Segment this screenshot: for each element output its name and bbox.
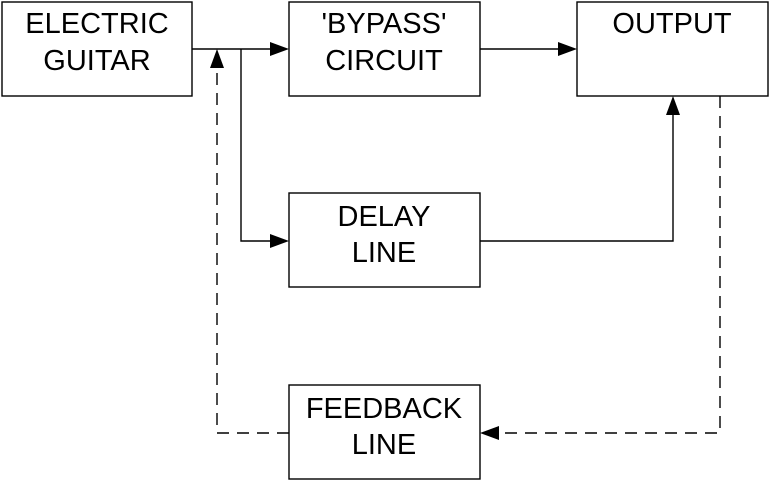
connector-feedback-to-input <box>210 49 289 434</box>
connector-split-to-delay-line <box>240 49 272 242</box>
block-feedback-line: FEEDBACK LINE <box>288 384 481 480</box>
arrowhead-into-output-bottom <box>666 96 680 115</box>
connector-delay-to-output-line <box>480 113 674 242</box>
connector-delay-to-output <box>480 96 680 242</box>
arrowhead-into-feedback <box>480 426 499 440</box>
connector-output-to-feedback-line <box>497 96 721 434</box>
block-electric-guitar-label-2: GUITAR <box>43 45 150 77</box>
block-delay-line-frame <box>288 192 481 288</box>
arrowhead-into-bypass <box>270 42 289 56</box>
block-output: OUTPUT <box>576 1 769 97</box>
connector-bypass-to-output <box>480 42 577 56</box>
block-delay-line-label-2: LINE <box>352 237 416 269</box>
arrowhead-into-delay <box>270 234 289 248</box>
connector-guitar-to-bypass <box>192 42 289 56</box>
block-electric-guitar: ELECTRIC GUITAR <box>1 1 193 97</box>
block-electric-guitar-frame <box>1 1 193 97</box>
block-electric-guitar-label-1: ELECTRIC <box>25 8 168 40</box>
block-bypass-circuit-label-2: CIRCUIT <box>325 45 443 77</box>
block-feedback-line-label-2: LINE <box>352 429 416 461</box>
arrowhead-into-output-left <box>558 42 577 56</box>
connector-feedback-to-input-line <box>216 66 289 434</box>
block-bypass-circuit-label-1: 'BYPASS' <box>322 8 447 40</box>
block-delay-line-label-1: DELAY <box>338 201 431 233</box>
connector-output-to-feedback <box>480 96 721 440</box>
block-output-frame <box>576 1 769 97</box>
block-feedback-line-frame <box>288 384 481 480</box>
block-delay-line: DELAY LINE <box>288 192 481 288</box>
connector-split-to-delay <box>240 49 289 248</box>
arrowhead-into-input-node <box>210 49 224 68</box>
block-bypass-circuit: 'BYPASS' CIRCUIT <box>288 1 481 97</box>
block-output-label: OUTPUT <box>612 8 732 40</box>
block-feedback-line-label-1: FEEDBACK <box>306 393 463 425</box>
block-bypass-circuit-frame <box>288 1 481 97</box>
